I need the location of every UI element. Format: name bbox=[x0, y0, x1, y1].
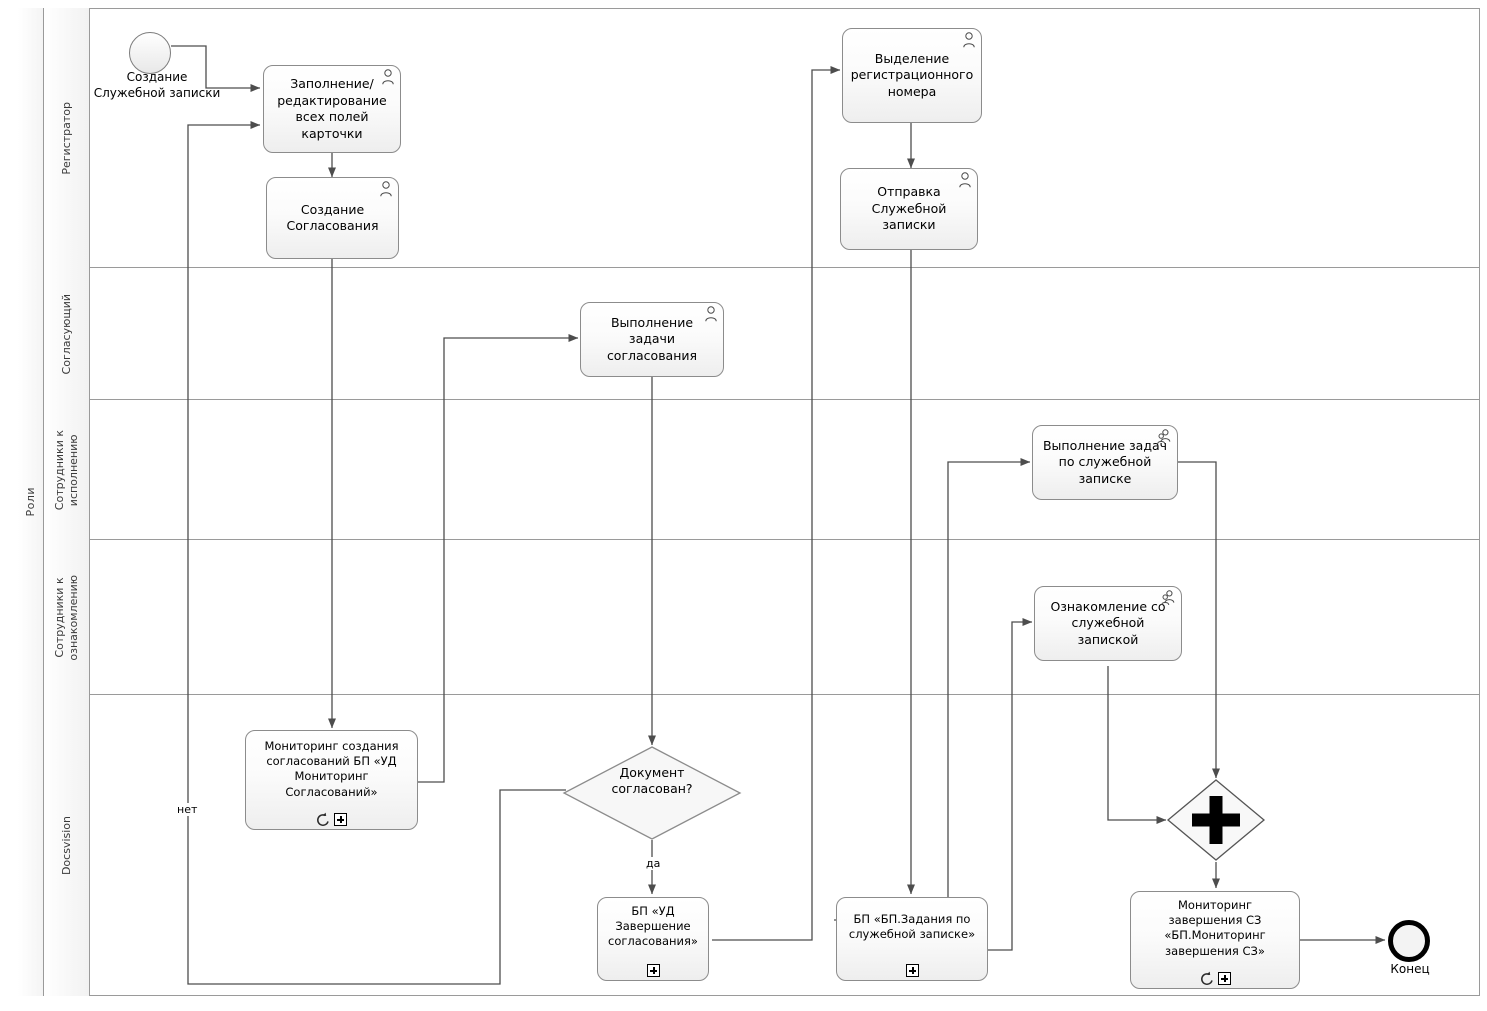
user-icon bbox=[705, 306, 717, 322]
lane-registrator bbox=[44, 8, 1480, 268]
task-subprocess-memo-assignments[interactable]: БП «БП.Задания по служебной записке» bbox=[836, 897, 988, 981]
task-label: Отправка Служебной записки bbox=[871, 184, 947, 233]
task-markers bbox=[246, 812, 417, 827]
subprocess-plus-marker bbox=[905, 964, 919, 977]
loop-marker bbox=[317, 812, 329, 826]
gateway-parallel-join[interactable] bbox=[1166, 778, 1266, 862]
task-send-memo[interactable]: Отправка Служебной записки bbox=[840, 168, 978, 250]
task-label: БП «УД Завершение согласования» bbox=[608, 904, 698, 949]
start-event-label: Создание Служебной записки bbox=[93, 70, 221, 100]
multi-user-icon bbox=[1157, 429, 1171, 445]
task-markers bbox=[837, 963, 987, 978]
user-icon bbox=[380, 181, 392, 197]
task-markers bbox=[1131, 971, 1299, 986]
task-label: Выполнение задачи согласования bbox=[606, 314, 698, 363]
user-icon bbox=[959, 172, 971, 188]
task-label: Выполнение задач по служебной записке bbox=[1042, 437, 1168, 486]
task-assign-registration-number[interactable]: Выделение регистрационного номера bbox=[842, 28, 982, 123]
task-perform-approval[interactable]: Выполнение задачи согласования bbox=[580, 302, 724, 377]
task-review-memo[interactable]: Ознакомление со служебной запиской bbox=[1034, 586, 1182, 661]
flow-label-no: нет bbox=[175, 803, 200, 816]
lane-soglasuyushchiy bbox=[44, 268, 1480, 400]
task-monitor-memo-completion[interactable]: Мониторинг завершения СЗ «БП.Мониторинг … bbox=[1130, 891, 1300, 989]
task-perform-memo-tasks[interactable]: Выполнение задач по служебной записке bbox=[1032, 425, 1178, 500]
start-event-create-memo[interactable] bbox=[129, 32, 171, 74]
lane-label-docsvision: Docsvision bbox=[44, 695, 90, 996]
task-label: БП «БП.Задания по служебной записке» bbox=[848, 912, 976, 942]
task-label: Выделение регистрационного номера bbox=[850, 50, 974, 99]
task-create-approval[interactable]: Создание Согласования bbox=[266, 177, 399, 259]
gateway-document-approved[interactable] bbox=[562, 745, 742, 841]
user-icon bbox=[963, 32, 975, 48]
gateway-label: Документ согласован? bbox=[611, 765, 693, 797]
subprocess-plus-marker bbox=[646, 964, 660, 977]
multi-user-icon bbox=[1161, 590, 1175, 606]
lane-sotrudniki-ispolnenie bbox=[44, 400, 1480, 540]
flow-label-yes: да bbox=[644, 857, 663, 870]
lane-label-soglasuyushchiy: Согласующий bbox=[44, 268, 90, 400]
task-fill-edit-card[interactable]: Заполнение/ редактирование всех полей ка… bbox=[263, 65, 401, 153]
subprocess-plus-marker bbox=[1217, 972, 1231, 985]
task-subprocess-finish-approval[interactable]: БП «УД Завершение согласования» bbox=[597, 897, 709, 981]
task-label: Мониторинг создания согласований БП «УД … bbox=[264, 739, 399, 799]
lane-label-sotrudniki-oznakomlenie: Сотрудники к ознакомлению bbox=[44, 540, 90, 695]
user-icon bbox=[382, 69, 394, 85]
end-event-label: Конец bbox=[1390, 962, 1430, 976]
task-monitor-approval-creation[interactable]: Мониторинг создания согласований БП «УД … bbox=[245, 730, 418, 830]
task-label: Заполнение/ редактирование всех полей ка… bbox=[277, 76, 387, 141]
task-label: Создание Согласования bbox=[286, 201, 379, 234]
lane-label-registrator: Регистратор bbox=[44, 8, 90, 268]
pool-label: Роли bbox=[18, 8, 44, 996]
end-event[interactable] bbox=[1388, 920, 1430, 962]
task-label: Ознакомление со служебной запиской bbox=[1050, 598, 1166, 647]
task-markers bbox=[598, 963, 708, 978]
lane-label-sotrudniki-ispolnenie: Сотрудники к исполнению bbox=[44, 400, 90, 540]
task-label: Мониторинг завершения СЗ «БП.Мониторинг … bbox=[1164, 898, 1266, 958]
subprocess-plus-marker bbox=[334, 813, 347, 826]
loop-marker bbox=[1200, 971, 1213, 985]
lane-sotrudniki-oznakomlenie bbox=[44, 540, 1480, 695]
